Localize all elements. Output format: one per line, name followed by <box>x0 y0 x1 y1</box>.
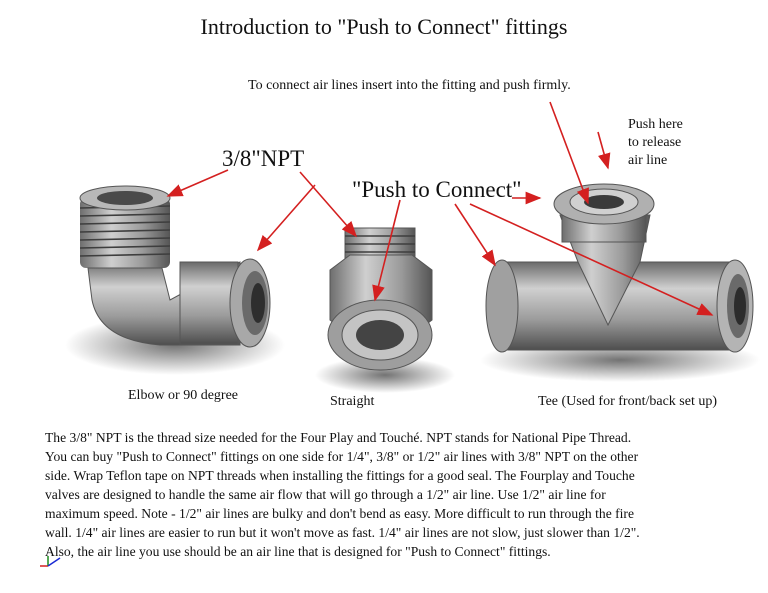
ptc-arrow-tee-left <box>454 203 496 267</box>
ptc-arrow-tee-right <box>469 203 714 316</box>
description-line: maximum speed. Note - 1/2" air lines are… <box>45 506 634 521</box>
axis-triad-icon <box>40 556 61 567</box>
page-title: Introduction to "Push to Connect" fittin… <box>200 14 568 39</box>
release-note-line: to release <box>628 135 682 150</box>
release-note: Push here to release air line <box>628 116 718 170</box>
npt-arrow-elbow <box>166 169 229 197</box>
straight-label: Straight <box>330 394 375 409</box>
straight-fitting <box>315 227 455 393</box>
tee-label: Tee (Used for front/back set up) <box>538 394 718 409</box>
npt-arrow-straight <box>299 171 358 238</box>
connect-instruction: To connect air lines insert into the fit… <box>248 78 571 93</box>
elbow-label: Elbow or 90 degree <box>128 388 239 403</box>
npt-callout: 3/8"NPT <box>222 146 305 171</box>
description-line: side. Wrap Teflon tape on NPT threads wh… <box>45 468 635 483</box>
release-arrow <box>597 131 611 170</box>
instruction-arrow <box>549 101 589 205</box>
release-note-line: air line <box>628 153 668 168</box>
elbow-fitting <box>65 185 285 375</box>
tee-fitting <box>480 183 760 382</box>
description-line: Also, the air line you use should be an … <box>45 544 551 559</box>
description-line: wall. 1/4" air lines are easier to run b… <box>45 525 640 540</box>
description-line: You can buy "Push to Connect" fittings o… <box>45 449 639 464</box>
callout-arrows <box>166 101 714 316</box>
push-to-connect-callout: "Push to Connect" <box>352 177 522 202</box>
release-note-line: Push here <box>628 117 683 132</box>
ptc-arrow-straight <box>372 199 401 302</box>
description-paragraph: The 3/8" NPT is the thread size needed f… <box>45 428 735 561</box>
description-line: valves are designed to handle the same a… <box>45 487 606 502</box>
description-line: The 3/8" NPT is the thread size needed f… <box>45 430 632 445</box>
npt-arrow-elbow-body <box>256 184 316 252</box>
